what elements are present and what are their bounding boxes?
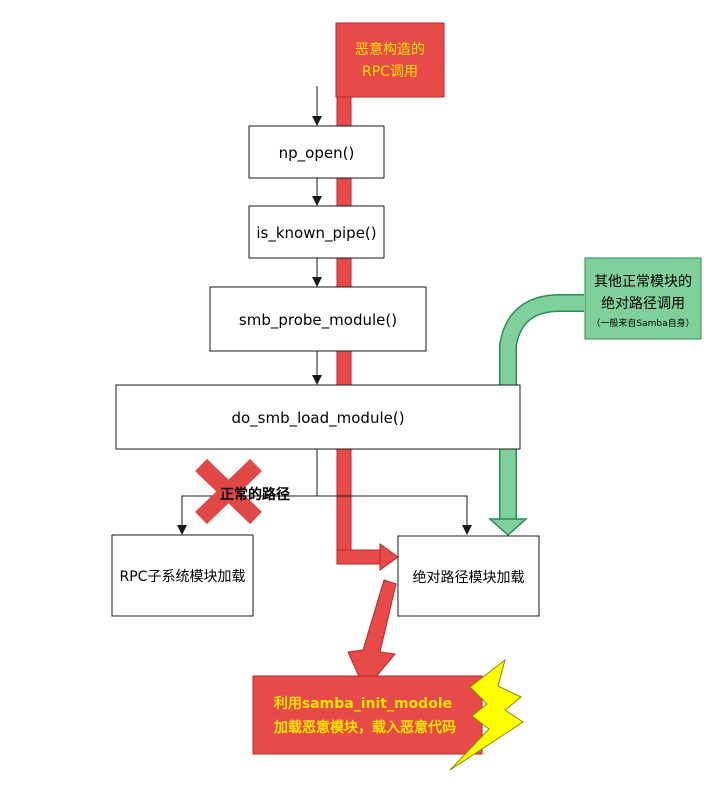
malicious-rpc-line2: RPC调用 [362, 64, 418, 80]
node-is-known-pipe-label: is_known_pipe() [256, 224, 376, 243]
exploit-arrow [347, 579, 397, 691]
node-is-known-pipe: is_known_pipe() [248, 205, 385, 259]
exploit-box: 利用samba_init_modole 加载恶意模块，载入恶意代码 [252, 675, 483, 755]
connector-load-to-branches [177, 449, 318, 535]
node-do-smb-load-module: do_smb_load_module() [115, 384, 521, 450]
lightning-icon [449, 658, 524, 771]
node-np-open-label: np_open() [279, 144, 355, 163]
other-modules-box: 其他正常模块的 绝对路径调用 （一般来自Samba自身） [584, 257, 702, 340]
exploit-line1: 利用samba_init_modole [274, 695, 452, 712]
blocked-normal-path-x-icon [195, 458, 262, 525]
malicious-rpc-line1: 恶意构造的 [355, 41, 425, 58]
normal-path-label: 正常的路径 [220, 486, 290, 503]
exploit-line2: 加载恶意模块，载入恶意代码 [273, 719, 456, 736]
other-modules-note: （一般来自Samba自身） [591, 317, 694, 329]
connectors [177, 86, 472, 535]
green-arrowhead [488, 518, 528, 537]
node-absolute-path-label: 绝对路径模块加载 [413, 570, 525, 586]
node-absolute-path: 绝对路径模块加载 [397, 535, 540, 617]
node-do-smb-load-module-label: do_smb_load_module() [231, 409, 404, 428]
malicious-path-horizontal [336, 549, 382, 565]
malicious-path-arrowhead [379, 543, 399, 571]
node-rpc-subsystem-label: RPC子系统模块加载 [120, 569, 246, 585]
node-rpc-subsystem: RPC子系统模块加载 [111, 534, 254, 617]
connector-to-absolute-path [317, 495, 472, 535]
node-np-open: np_open() [248, 125, 385, 179]
malicious-rpc-box: 恶意构造的 RPC调用 [335, 22, 445, 98]
node-smb-probe-module: smb_probe_module() [209, 286, 427, 352]
node-smb-probe-module-label: smb_probe_module() [239, 311, 397, 330]
other-modules-line2: 绝对路径调用 [601, 296, 685, 312]
other-modules-line1: 其他正常模块的 [594, 274, 692, 290]
other-modules-arrow [488, 294, 584, 537]
